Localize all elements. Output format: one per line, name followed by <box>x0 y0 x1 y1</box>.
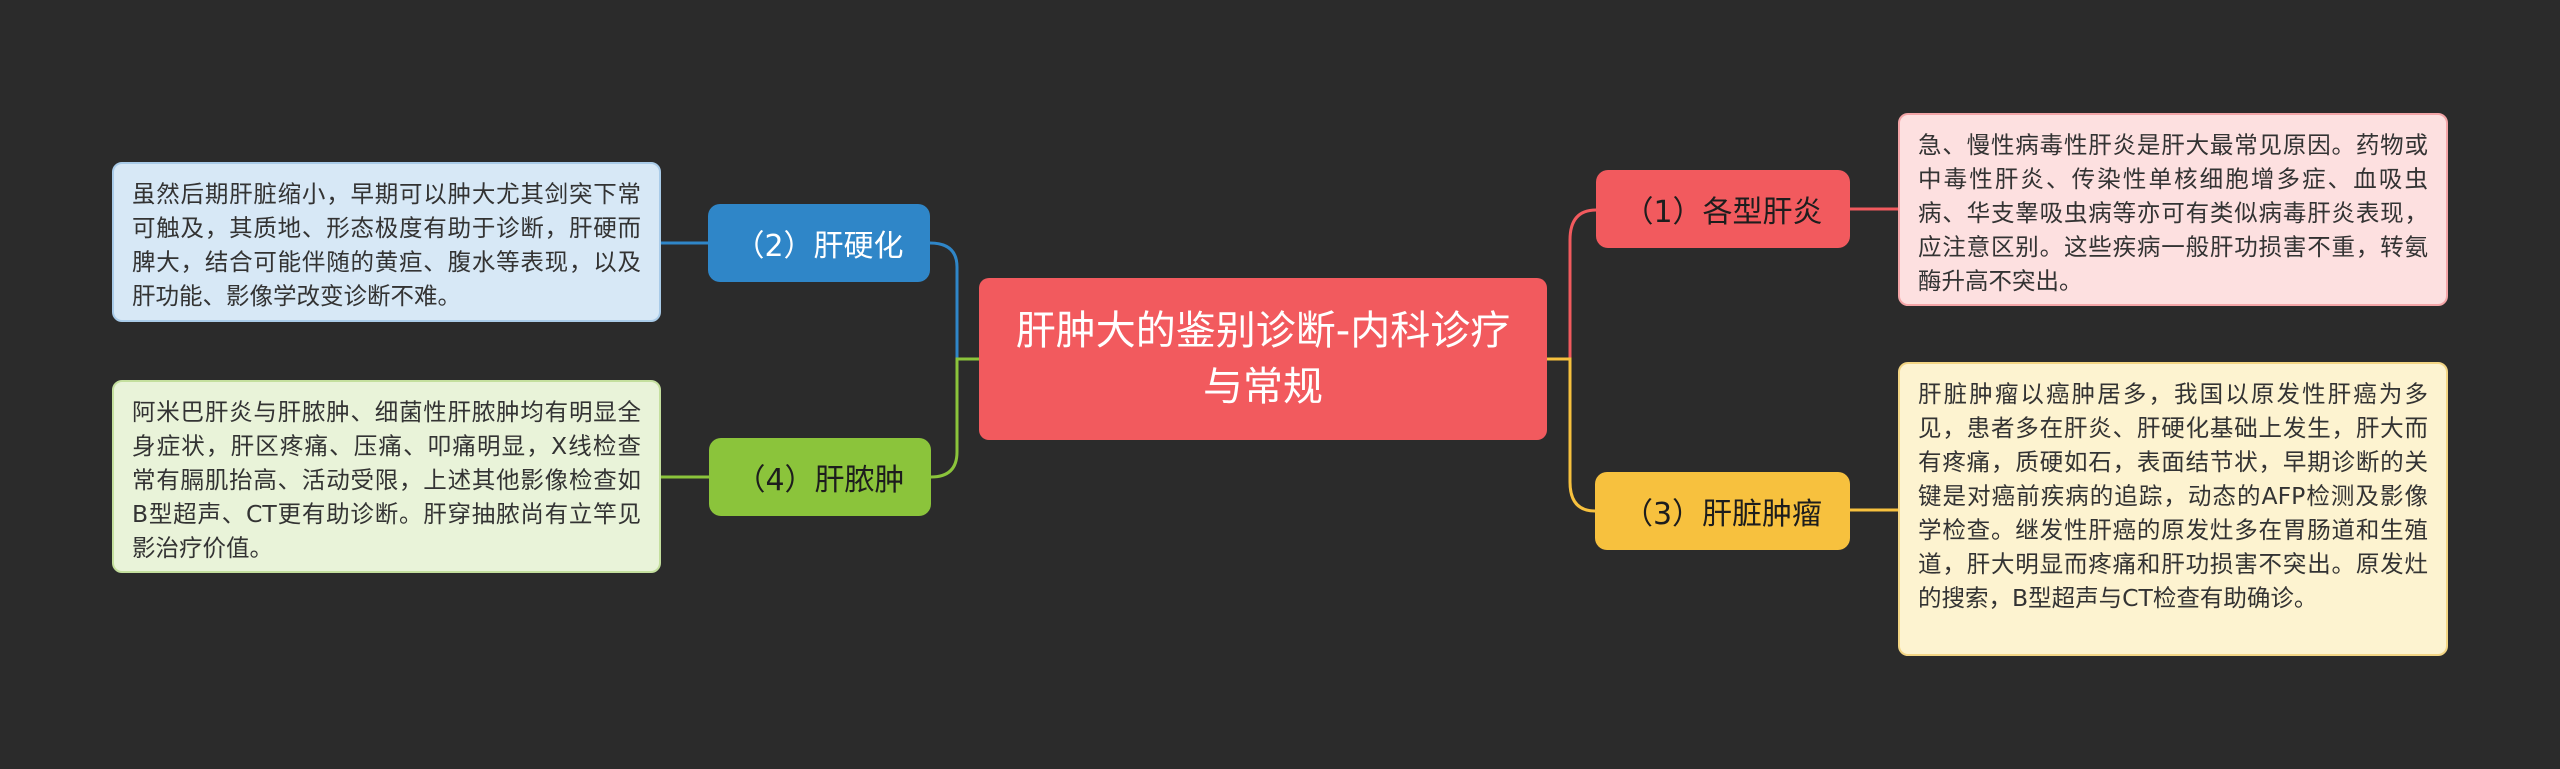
branch-liver-tumor[interactable]: （3）肝脏肿瘤 <box>1595 472 1850 550</box>
detail-cirrhosis-text: 虽然后期肝脏缩小，早期可以肿大尤其剑突下常可触及，其质地、形态极度有助于诊断，肝… <box>132 180 641 310</box>
detail-cirrhosis[interactable]: 虽然后期肝脏缩小，早期可以肿大尤其剑突下常可触及，其质地、形态极度有助于诊断，肝… <box>112 162 661 322</box>
link-center-branch-1 <box>1547 208 1597 361</box>
detail-hepatitis-text: 急、慢性病毒性肝炎是肝大最常见原因。药物或中毒性肝炎、传染性单核细胞增多症、血吸… <box>1918 131 2428 295</box>
branch-cirrhosis-label: （2）肝硬化 <box>734 229 904 264</box>
branch-cirrhosis[interactable]: （2）肝硬化 <box>708 204 930 282</box>
branch-liver-tumor-label: （3）肝脏肿瘤 <box>1622 497 1823 532</box>
detail-liver-tumor[interactable]: 肝脏肿瘤以癌肿居多，我国以原发性肝癌为多见，患者多在肝炎、肝硬化基础上发生，肝大… <box>1898 362 2448 656</box>
central-topic[interactable]: 肝肿大的鉴别诊断-内科诊疗与常规 <box>979 278 1547 440</box>
detail-liver-abscess[interactable]: 阿米巴肝炎与肝脓肿、细菌性肝脓肿均有明显全身症状，肝区疼痛、压痛、叩痛明显，X线… <box>112 380 661 573</box>
branch-liver-abscess-label: （4）肝脓肿 <box>735 463 905 498</box>
central-topic-label: 肝肿大的鉴别诊断-内科诊疗与常规 <box>1015 308 1511 410</box>
link-center-branch-3 <box>1547 357 1596 513</box>
branch-hepatitis[interactable]: （1）各型肝炎 <box>1596 170 1850 248</box>
link-center-branch-2 <box>929 241 979 361</box>
detail-liver-tumor-text: 肝脏肿瘤以癌肿居多，我国以原发性肝癌为多见，患者多在肝炎、肝硬化基础上发生，肝大… <box>1918 380 2428 612</box>
detail-hepatitis[interactable]: 急、慢性病毒性肝炎是肝大最常见原因。药物或中毒性肝炎、传染性单核细胞增多症、血吸… <box>1898 113 2448 306</box>
branch-hepatitis-label: （1）各型肝炎 <box>1623 195 1823 230</box>
branch-liver-abscess[interactable]: （4）肝脓肿 <box>709 438 931 516</box>
link-center-branch-4 <box>930 357 979 479</box>
detail-liver-abscess-text: 阿米巴肝炎与肝脓肿、细菌性肝脓肿均有明显全身症状，肝区疼痛、压痛、叩痛明显，X线… <box>132 398 641 562</box>
